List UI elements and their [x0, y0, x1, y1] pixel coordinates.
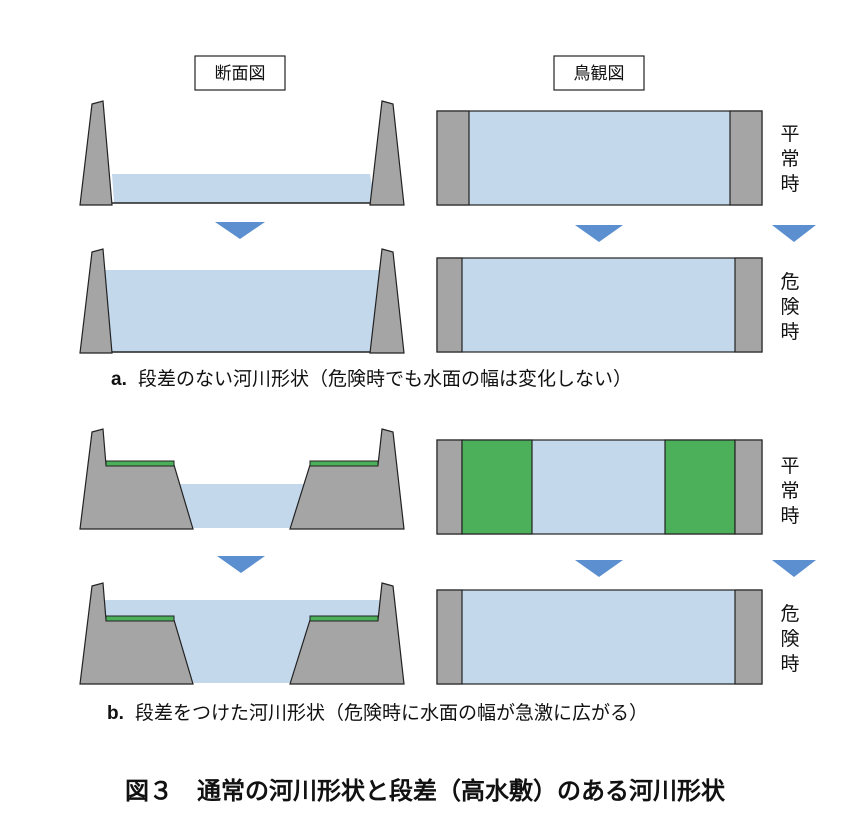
state-char: 常: [780, 148, 799, 170]
state-char: 険: [780, 296, 799, 318]
state-char: 時: [780, 653, 799, 675]
water: [436, 589, 763, 685]
state-char: 険: [780, 628, 799, 650]
left-bank: [79, 428, 194, 530]
left-bank: [436, 110, 470, 206]
left-bank: [436, 439, 463, 535]
header-birds-eye: 鳥観図: [553, 55, 645, 91]
caption-b: b. 段差をつけた河川形状（危険時に水面の幅が急激に広がる）: [107, 702, 648, 724]
left-levee: [79, 100, 113, 206]
b-normal-birds-eye: [436, 439, 763, 535]
down-arrow: [772, 560, 816, 577]
state-char: 常: [780, 480, 799, 502]
right-bank: [289, 428, 405, 530]
left-bank: [436, 257, 463, 353]
b-danger-birds-eye: [436, 589, 763, 685]
caption-a: a. 段差のない河川形状（危険時でも水面の幅は変化しない）: [111, 368, 632, 390]
water: [104, 600, 380, 683]
figure-title: 図３ 通常の河川形状と段差（高水敷）のある河川形状: [125, 777, 726, 805]
water: [104, 270, 380, 352]
water: [180, 484, 305, 528]
right-bank: [734, 589, 763, 685]
state-char: 時: [780, 321, 799, 343]
b-normal-label: 平 常 時: [780, 455, 799, 527]
a-normal-birds-eye: [436, 110, 763, 206]
right-levee: [369, 100, 405, 206]
b-danger-cross-section: [79, 582, 405, 685]
left-bank: [436, 589, 463, 685]
down-arrow: [215, 222, 265, 239]
right-floodplain: [309, 460, 379, 467]
a-danger-birds-eye: [436, 257, 763, 353]
header-cross-section-label: 断面図: [215, 64, 266, 84]
a-danger-label: 危 険 時: [780, 271, 799, 343]
a-danger-cross-section: [79, 248, 405, 354]
right-bank: [729, 110, 763, 206]
caption-a-label: a.: [111, 369, 127, 390]
state-char: 危: [780, 603, 799, 625]
down-arrow: [575, 560, 623, 577]
state-char: 時: [780, 173, 799, 195]
a-normal-label: 平 常 時: [780, 123, 799, 195]
state-char: 時: [780, 505, 799, 527]
right-bank: [734, 257, 763, 353]
left-floodplain: [105, 460, 175, 467]
down-arrow: [772, 225, 816, 242]
left-floodplain: [105, 615, 175, 622]
caption-a-text: 段差のない河川形状（危険時でも水面の幅は変化しない）: [138, 368, 632, 390]
left-levee: [79, 248, 113, 354]
right-bank: [734, 439, 763, 535]
down-arrow: [217, 556, 265, 573]
state-char: 平: [780, 123, 799, 145]
right-floodplain: [309, 615, 379, 622]
right-levee: [369, 248, 405, 354]
state-char: 平: [780, 455, 799, 477]
a-normal-cross-section: [79, 100, 405, 206]
left-bank: [79, 582, 194, 685]
caption-b-text: 段差をつけた河川形状（危険時に水面の幅が急激に広がる）: [135, 702, 648, 724]
water: [436, 257, 763, 353]
header-birds-eye-label: 鳥観図: [574, 64, 625, 84]
b-normal-cross-section: [79, 428, 405, 530]
right-floodplain: [664, 439, 736, 535]
caption-b-label: b.: [107, 703, 124, 724]
right-bank: [289, 582, 405, 685]
left-floodplain: [461, 439, 533, 535]
water: [112, 174, 375, 203]
down-arrow: [575, 225, 623, 242]
b-danger-label: 危 険 時: [780, 603, 799, 675]
water: [436, 110, 763, 206]
state-char: 危: [780, 271, 799, 293]
header-cross-section: 断面図: [194, 55, 286, 91]
